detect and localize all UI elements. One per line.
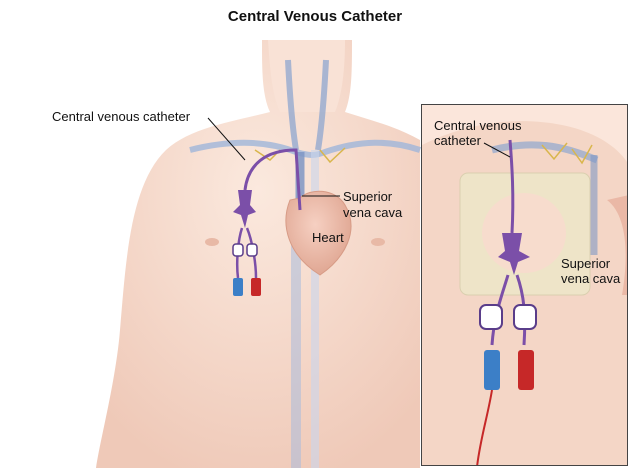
torso-body: [96, 40, 420, 468]
right-nipple: [371, 238, 385, 246]
inset-cap-red: [518, 350, 534, 390]
inset-clamp-right: [514, 305, 536, 329]
cap-blue-main: [233, 278, 243, 296]
left-nipple: [205, 238, 219, 246]
cap-red-main: [251, 278, 261, 296]
clamp-right: [247, 244, 257, 256]
inset-clamp-left: [480, 305, 502, 329]
neck: [268, 40, 345, 112]
inset-dressing-window: [482, 193, 566, 273]
inset-label-catheter: catheter: [434, 133, 481, 148]
label-vena-cava: vena cava: [343, 205, 402, 220]
label-superior: Superior: [343, 189, 392, 204]
inset-label-superior: Superior: [561, 256, 610, 271]
inset-cap-blue: [484, 350, 500, 390]
label-heart: Heart: [312, 230, 344, 245]
label-central-venous-catheter: Central venous catheter: [52, 109, 190, 124]
inset-label-central-venous: Central venous: [434, 118, 521, 133]
clamp-left: [233, 244, 243, 256]
inset-label-vena-cava: vena cava: [561, 271, 620, 286]
